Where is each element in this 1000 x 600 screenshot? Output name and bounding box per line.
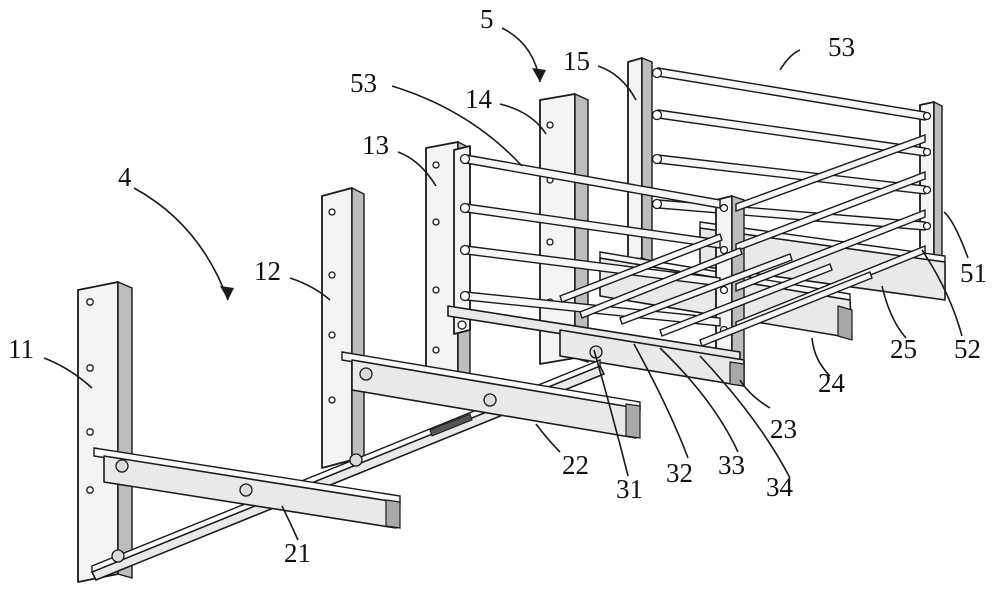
label-24: 24 [818,368,846,398]
label-33: 33 [718,450,745,480]
beam-21 [94,448,400,562]
label-15: 15 [563,46,590,76]
label-12: 12 [254,256,281,286]
label-52: 52 [954,334,981,364]
label-23: 23 [770,414,797,444]
label-51: 51 [960,258,987,288]
label-32: 32 [666,458,693,488]
arrow-4 [134,188,228,300]
label-53-right: 53 [828,32,855,62]
label-14: 14 [465,84,493,114]
label-53-left: 53 [350,68,377,98]
post-52 [920,102,934,266]
label-13: 13 [362,130,389,160]
label-5: 5 [480,4,494,34]
arrow-5 [502,28,540,82]
plate-12 [322,188,364,468]
label-25: 25 [890,334,917,364]
label-4: 4 [118,162,132,192]
label-34: 34 [766,472,794,502]
label-22: 22 [562,450,589,480]
label-21: 21 [284,538,311,568]
plate-11 [78,282,132,582]
label-11: 11 [8,334,34,364]
label-31: 31 [616,474,643,504]
